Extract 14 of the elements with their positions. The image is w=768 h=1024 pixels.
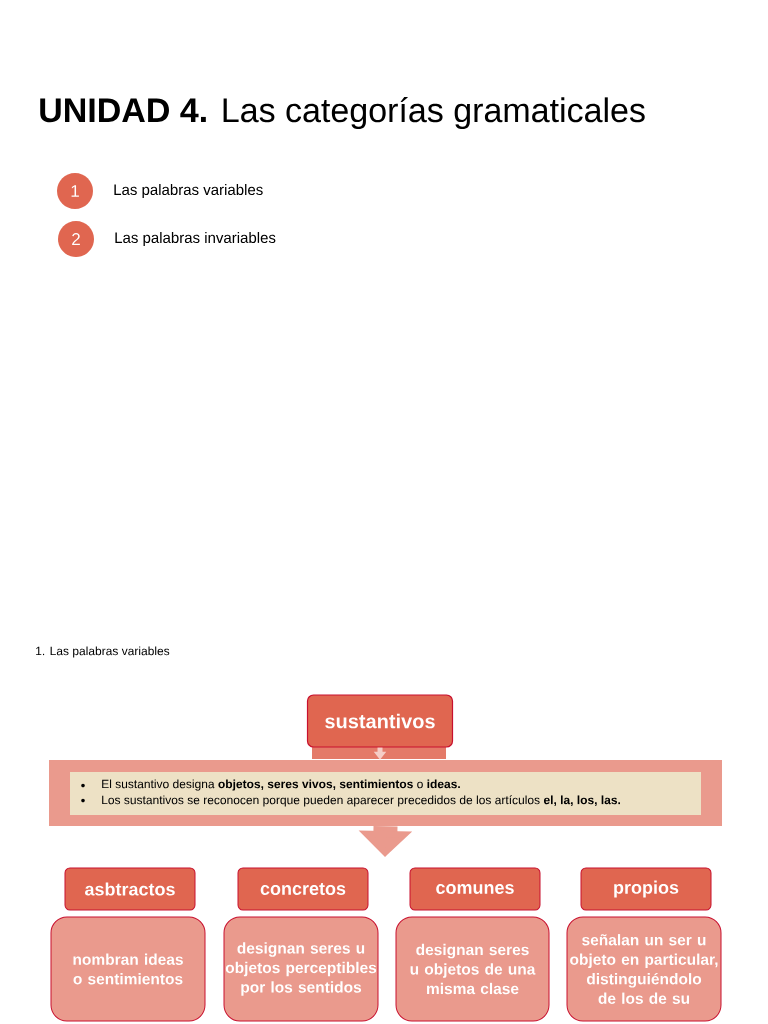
category-box: propios bbox=[580, 867, 712, 911]
category-box: comunes bbox=[409, 867, 541, 911]
description-box: designan seres u objetos de una misma clase bbox=[395, 916, 550, 1022]
title-box: sustantivos bbox=[306, 694, 454, 748]
summary-band: El sustantivo designa objetos, seres vivos, sentimientos o ideas. Los sustantivos se reconocen porque pueden aparecer precedidos de los artículos el, la, los, las. bbox=[49, 760, 722, 826]
description-box: nombran ideas o sentimientos bbox=[50, 916, 206, 1022]
list-item-text: Las palabras variables bbox=[114, 184, 263, 198]
section-heading: 1. Las palabras variables bbox=[36, 646, 170, 658]
description-box: designan seres u objetos perceptibles por los sentidos bbox=[223, 916, 379, 1022]
description-box: señalan un ser u objeto en particular, distinguiéndolo de los de su bbox=[566, 916, 722, 1022]
list-item-text: Las palabras invariables bbox=[115, 232, 276, 246]
category-box: asbtractos bbox=[64, 867, 196, 911]
title: UNIDAD 4. Las categorías gramaticales bbox=[40, 96, 645, 130]
category-box: concretos bbox=[237, 867, 369, 911]
